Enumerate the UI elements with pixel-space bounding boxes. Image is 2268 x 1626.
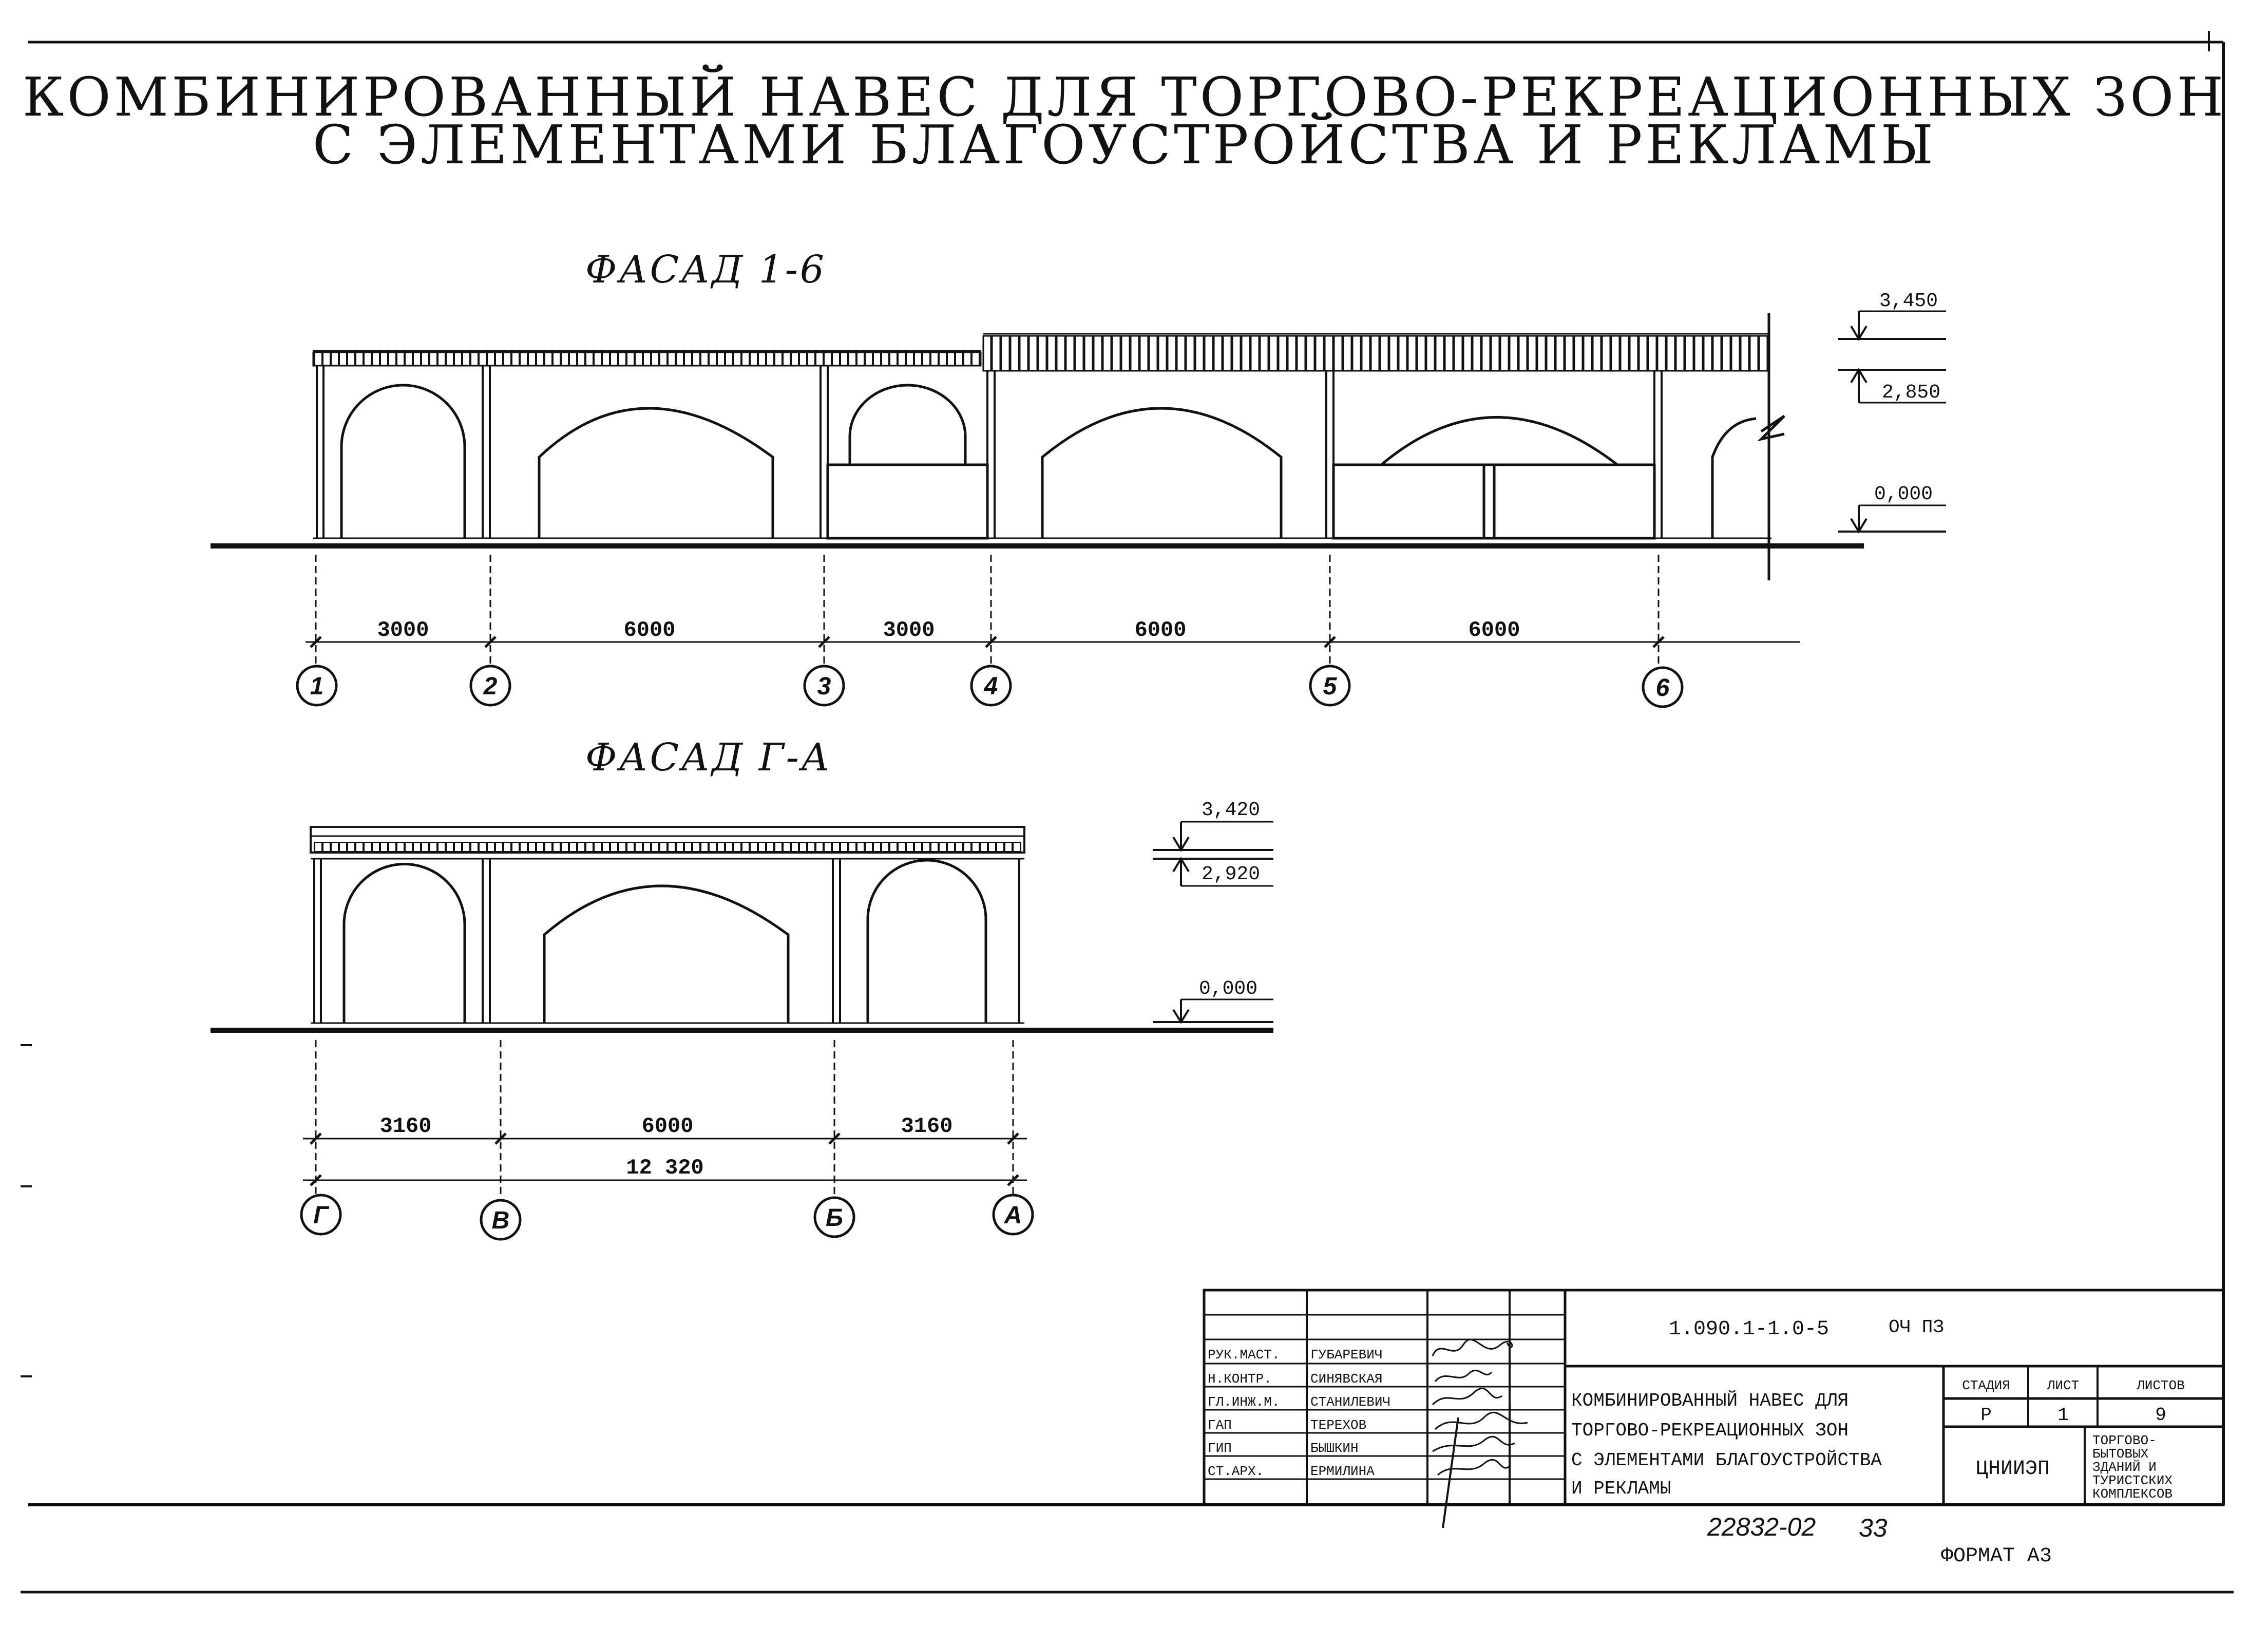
staff-name: СТАНИЛЕВИЧ — [1310, 1394, 1390, 1410]
staff-name: СИНЯВСКАЯ — [1310, 1371, 1382, 1387]
header-stage: СТАДИЯ — [1962, 1378, 2010, 1393]
staff-role: СТ.АРХ. — [1208, 1464, 1264, 1479]
elevation-label-ground-g-a: 0,000 — [1199, 978, 1257, 1000]
header-sheet: ЛИСТ — [2047, 1378, 2079, 1393]
staff-role: ГАП — [1208, 1417, 1232, 1433]
title-block-description-line-4: И РЕКЛАМЫ — [1571, 1478, 1671, 1499]
value-sheet: 1 — [2057, 1405, 2069, 1426]
organization-name: ЦНИИЭП — [1976, 1458, 2050, 1481]
value-sheets-total: 9 — [2155, 1405, 2166, 1426]
value-stage: Р — [1980, 1405, 1992, 1426]
staff-role: ГЛ.ИНЖ.М. — [1208, 1394, 1280, 1410]
axis-label-4: 4 — [984, 673, 998, 700]
dimension-g-b: 3160 — [380, 1114, 432, 1139]
facade-1-6-elevation — [211, 313, 1864, 580]
elevation-label-eave-g-a: 2,920 — [1202, 863, 1260, 885]
staff-table: РУК.МАСТ. ГУБАРЕВИЧ Н.КОНТР. СИНЯВСКАЯ Г… — [1208, 1347, 1390, 1479]
elevation-label-top: 3,450 — [1879, 290, 1938, 312]
dimension-v-a: 3160 — [901, 1114, 953, 1139]
staff-name: ЕРМИЛИНА — [1310, 1464, 1375, 1479]
staff-name: ТЕРЕХОВ — [1310, 1417, 1366, 1433]
axis-label-a: А — [1004, 1202, 1022, 1229]
organization-dept-line-1: ТОРГОВО- — [2092, 1433, 2157, 1448]
elevation-label-eave: 2,850 — [1882, 382, 1940, 404]
staff-role: РУК.МАСТ. — [1208, 1347, 1280, 1363]
staff-name: ГУБАРЕВИЧ — [1310, 1347, 1382, 1363]
axis-label-2: 2 — [483, 673, 498, 700]
axis-label-5: 5 — [1323, 673, 1338, 700]
axis-label-6: 6 — [1656, 674, 1670, 702]
elevation-label-top-g-a: 3,420 — [1202, 799, 1260, 821]
facade-1-6-level-marks — [1838, 310, 1946, 534]
axis-label-g: Г — [313, 1202, 330, 1229]
dimension-5-6: 6000 — [1469, 618, 1520, 642]
facade-g-a-axis-bubbles — [300, 1194, 1034, 1241]
title-block-description-line-3: С ЭЛЕМЕНТАМИ БЛАГОУСТРОЙСТВА — [1571, 1449, 1882, 1471]
axis-label-1: 1 — [310, 673, 324, 700]
organization-dept-line-5: КОМПЛЕКСОВ — [2092, 1486, 2172, 1502]
title-block-grid — [1203, 1289, 2225, 1506]
header-sheets-total: ЛИСТОВ — [2136, 1378, 2185, 1393]
elevation-label-ground: 0,000 — [1874, 483, 1933, 505]
document-code: 1.090.1-1.0-5 — [1669, 1318, 1829, 1341]
dimension-1-2: 3000 — [377, 618, 429, 642]
dimension-total-g-a: 12 320 — [626, 1156, 703, 1180]
facade-g-a-dimension-chain — [303, 1040, 1027, 1197]
signatures — [1432, 1338, 1528, 1528]
organization-dept-line-2: БЫТОВЫХ — [2092, 1446, 2149, 1462]
page-number: 33 — [1859, 1514, 1888, 1542]
inventory-number: 22832-02 — [1707, 1512, 1816, 1541]
axis-label-3: 3 — [817, 673, 831, 700]
facade-g-a-level-marks — [1153, 821, 1273, 1024]
facade-1-6-dimension-chain — [306, 555, 1800, 668]
dimension-3-4: 3000 — [883, 618, 935, 642]
organization-dept-line-3: ЗДАНИЙ И — [2092, 1460, 2157, 1475]
facade-1-6-title: ФАСАД 1-6 — [585, 248, 826, 292]
document-code-suffix: ОЧ ПЗ — [1889, 1317, 1944, 1338]
staff-name: БЫШКИН — [1310, 1441, 1359, 1456]
title-block-description-line-2: ТОРГОВО-РЕКРЕАЦИОННЫХ ЗОН — [1571, 1420, 1848, 1441]
drawing-title-line-2: С ЭЛЕМЕНТАМИ БЛАГОУСТРОЙСТВА И РЕКЛАМЫ — [313, 111, 1936, 176]
dimension-4-5: 6000 — [1135, 618, 1187, 642]
title-block-description-line-1: КОМБИНИРОВАННЫЙ НАВЕС ДЛЯ — [1571, 1390, 1848, 1411]
axis-label-b: В — [492, 1207, 510, 1234]
drawing-title-line-1: КОМБИНИРОВАННЫЙ НАВЕС ДЛЯ ТОРГОВО-РЕКРЕА… — [23, 64, 2226, 128]
facade-g-a-elevation — [211, 826, 1273, 1033]
staff-role: ГИП — [1208, 1441, 1232, 1456]
sheet-frame — [21, 31, 2234, 1594]
dimension-2-3: 6000 — [624, 618, 676, 642]
dimension-b-v: 6000 — [642, 1114, 694, 1139]
staff-role: Н.КОНТР. — [1208, 1371, 1272, 1387]
organization-dept-line-4: ТУРИСТСКИХ — [2092, 1473, 2172, 1488]
sheet-format: ФОРМАТ А3 — [1941, 1545, 2052, 1568]
facade-1-6-axis-bubbles — [296, 665, 1684, 708]
axis-label-v: Б — [826, 1204, 843, 1232]
facade-g-a-title: ФАСАД Г-А — [585, 735, 832, 780]
